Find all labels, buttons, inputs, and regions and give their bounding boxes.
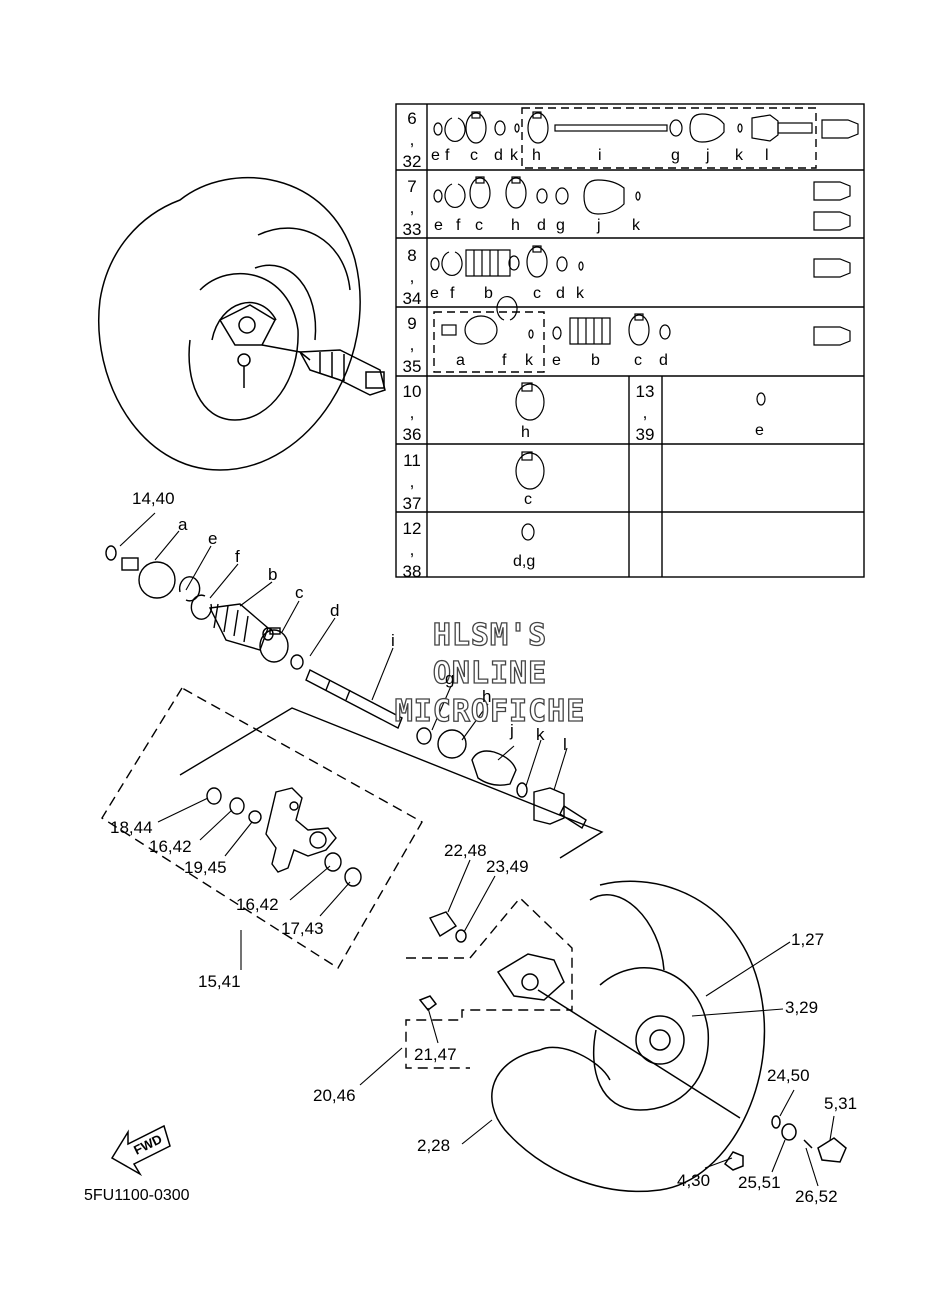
callout-l: l xyxy=(563,735,567,754)
callout-k: k xyxy=(536,725,545,744)
callout-17-43: 17,43 xyxy=(281,919,324,938)
table-letter: f xyxy=(450,285,455,302)
table-letter: h xyxy=(511,217,520,234)
callout-a: a xyxy=(178,515,188,534)
callout-25-51: 25,51 xyxy=(738,1173,781,1192)
shaft-solid-outline xyxy=(179,707,604,859)
callout-h: h xyxy=(482,687,492,706)
callout-26-52: 26,52 xyxy=(795,1187,838,1206)
rear-tire-assembly-view xyxy=(418,880,847,1193)
callout-14-40: 14,40 xyxy=(132,489,175,508)
table-row-6-32-number: 6,32 xyxy=(402,109,422,171)
table-letter: d xyxy=(494,147,503,164)
callout-5-31: 5,31 xyxy=(824,1094,858,1113)
table-letter: i xyxy=(598,147,602,164)
callout-d: d xyxy=(330,601,340,620)
table-letter: e xyxy=(431,147,440,164)
callout-24-50: 24,50 xyxy=(767,1066,810,1085)
callout-15-41: 15,41 xyxy=(198,972,241,991)
callout-f: f xyxy=(235,547,240,566)
callout-1-27: 1,27 xyxy=(791,930,825,949)
table-letter: j xyxy=(706,147,710,164)
table-letter: k xyxy=(525,352,533,369)
callout-21-47: 21,47 xyxy=(414,1045,457,1064)
callout-c: c xyxy=(295,583,304,602)
table-row-9-35-number: 9,35 xyxy=(402,314,422,376)
table-letter: g xyxy=(671,147,680,164)
table-letter: e xyxy=(430,285,439,302)
table-letter: k xyxy=(576,285,584,302)
table-row-13-39-number: 13,39 xyxy=(635,382,655,444)
callout-e: e xyxy=(208,529,218,548)
table-letter: c xyxy=(634,352,642,369)
callout-2-28: 2,28 xyxy=(417,1136,451,1155)
table-letter: h xyxy=(532,147,541,164)
table-letter: d xyxy=(659,352,668,369)
assembly-dash-outlines xyxy=(101,687,573,1069)
drive-shaft-exploded xyxy=(105,545,587,943)
watermark-line-1: HLSM'S xyxy=(432,618,548,653)
table-letter: j xyxy=(597,217,601,234)
callout-g: g xyxy=(445,669,455,688)
callout-22-48: 22,48 xyxy=(444,841,487,860)
callout-16-42-upper: 16,42 xyxy=(149,837,192,856)
callout-20-46: 20,46 xyxy=(313,1086,356,1105)
table-letter: a xyxy=(456,352,465,369)
callout-23-49: 23,49 xyxy=(486,857,529,876)
callout-4-30: 4,30 xyxy=(677,1171,711,1190)
callout-b: b xyxy=(268,565,278,584)
table-row-10-36-number: 10,36 xyxy=(402,382,422,444)
watermark-line-2: ONLINE xyxy=(432,656,548,691)
parts-table-grid xyxy=(395,103,865,578)
table-row-8-34-number: 8,34 xyxy=(402,246,422,308)
table-letter: e xyxy=(552,352,561,369)
fwd-arrow-icon xyxy=(110,1124,171,1177)
table-letter: e xyxy=(434,217,443,234)
table-letter: e xyxy=(755,422,764,439)
front-tire-assembly-view xyxy=(98,176,386,471)
callout-18-44: 18,44 xyxy=(110,818,153,837)
table-letter: f xyxy=(445,147,450,164)
table-letter: c xyxy=(475,217,483,234)
table-row-7-33-number: 7,33 xyxy=(402,177,422,239)
table-letter: g xyxy=(556,217,565,234)
table-letter: k xyxy=(632,217,640,234)
table-letter: b xyxy=(591,352,600,369)
table-row-11-37-number: 11,37 xyxy=(402,451,422,513)
table-letter: c xyxy=(524,491,532,508)
table-letter: k xyxy=(510,147,518,164)
table-letter: d,g xyxy=(513,553,536,570)
table-letter: h xyxy=(521,424,530,441)
callout-j: j xyxy=(510,721,514,740)
table-letter: k xyxy=(735,147,743,164)
callout-19-45: 19,45 xyxy=(184,858,227,877)
callout-i: i xyxy=(391,631,395,650)
table-letter: c xyxy=(533,285,541,302)
callout-3-29: 3,29 xyxy=(785,998,819,1017)
table-part-icons xyxy=(430,111,859,541)
table-letter: d xyxy=(537,217,546,234)
table-letter: f xyxy=(502,352,507,369)
table-letter: c xyxy=(470,147,478,164)
table-letter: d xyxy=(556,285,565,302)
callout-leader-lines xyxy=(119,512,835,1187)
diagram-code: 5FU1100-0300 xyxy=(84,1187,190,1204)
table-row-12-38-number: 12,38 xyxy=(402,519,422,581)
table-letter: l xyxy=(765,147,769,164)
watermark-line-3: MICROFICHE xyxy=(394,694,586,729)
table-letter: f xyxy=(456,217,461,234)
callout-16-42-lower: 16,42 xyxy=(236,895,279,914)
table-letter: b xyxy=(484,285,493,302)
